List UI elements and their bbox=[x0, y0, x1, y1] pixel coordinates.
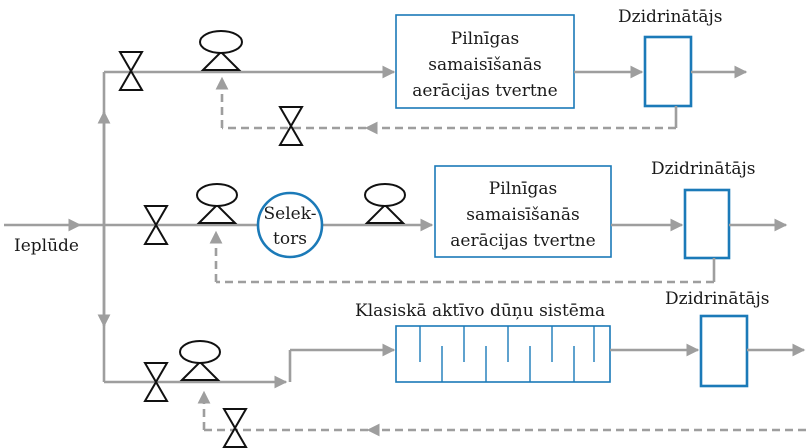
system2-tank-line3: aerācijas tvertne bbox=[450, 231, 595, 251]
system1-tank-line3: aerācijas tvertne bbox=[412, 81, 557, 101]
system2-return-sludge-line bbox=[209, 230, 716, 284]
system3-clarifier bbox=[699, 314, 749, 388]
system1-control-valve bbox=[199, 30, 243, 71]
system1-return-sludge-line bbox=[215, 76, 678, 135]
system1-tank-line1: Pilnīgas bbox=[451, 29, 519, 49]
system2-clarifier-label: Dzidrinātājs bbox=[651, 159, 756, 179]
system2-tank-line1: Pilnīgas bbox=[489, 179, 557, 199]
system3-inlet-valve bbox=[143, 362, 169, 402]
selector-label-line1: Selek- bbox=[264, 204, 317, 224]
system1-return-valve bbox=[278, 106, 304, 146]
selector-label-line2: tors bbox=[273, 229, 307, 249]
system3-plug-flow-tank bbox=[395, 325, 611, 383]
system3-return-sludge-line bbox=[197, 390, 806, 437]
system3-clarifier-label: Dzidrinātājs bbox=[665, 289, 770, 309]
system3-return-valve bbox=[222, 408, 248, 448]
system3-feed-line bbox=[104, 343, 396, 389]
system2-clarifier bbox=[683, 188, 731, 260]
selector-tank: Selek- tors bbox=[256, 191, 324, 259]
influent-label: Ieplūde bbox=[14, 236, 79, 256]
system2-tank-line2: samaisīšanās bbox=[466, 205, 579, 225]
system2-downstream-valve bbox=[364, 183, 406, 224]
system1-inlet-valve bbox=[118, 51, 144, 91]
system2-control-valve bbox=[196, 183, 238, 224]
system2-inlet-valve bbox=[143, 205, 169, 245]
system1-clarifier-label: Dzidrinātājs bbox=[618, 7, 723, 27]
system1-tank-line2: samaisīšanās bbox=[428, 55, 541, 75]
system3-title: Klasiskā aktīvo dūņu sistēma bbox=[355, 301, 605, 321]
system3-baffles bbox=[419, 326, 595, 382]
system1-clarifier bbox=[643, 35, 693, 108]
system3-control-valve bbox=[179, 340, 221, 381]
system1-aeration-tank: Pilnīgas samaisīšanās aerācijas tvertne bbox=[395, 14, 575, 109]
system2-aeration-tank: Pilnīgas samaisīšanās aerācijas tvertne bbox=[434, 165, 612, 258]
